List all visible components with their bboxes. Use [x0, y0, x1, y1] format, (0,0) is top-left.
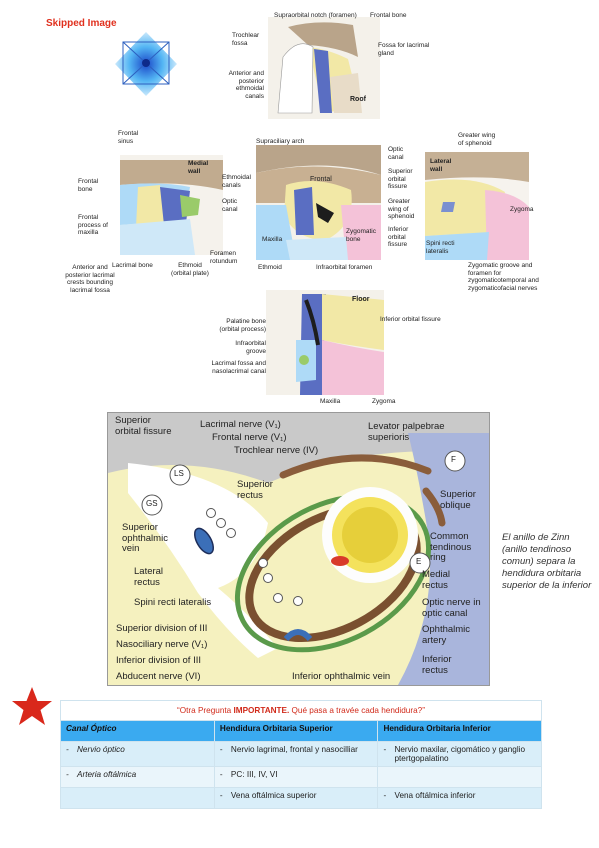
orbit-front-diagram	[256, 145, 381, 260]
label-f: F	[451, 455, 456, 464]
label-lacrimal-crests: Anterior and posterior lacrimal crests b…	[65, 264, 115, 294]
label-ethmoid-front: Ethmoid	[258, 264, 282, 271]
skipped-image-placeholder	[113, 30, 179, 98]
label-infraorbital-groove: Infraorbital groove	[235, 340, 266, 355]
label-supraciliary-arch: Supraciliary arch	[256, 138, 305, 145]
skipped-image-label: Skipped Image	[46, 18, 117, 29]
label-superior-ophthalmic-vein: Superior ophthalmic vein	[122, 522, 168, 554]
label-lacrimal-fossa: Lacrimal fossa and nasolacrimal canal	[211, 360, 266, 375]
table-cell: -Nervio lagrimal, frontal y nasocilliar	[213, 741, 379, 767]
table-cell: -Arteria oftálmica	[60, 766, 215, 788]
label-frontal-bone-medial: Frontal bone	[78, 178, 99, 193]
label-medial-rectus: Medial rectus	[422, 569, 450, 591]
label-levator-palpebrae: Levator palpebrae superioris	[368, 421, 445, 443]
table-cell	[60, 787, 215, 809]
label-zygomatic-groove: Zygomatic groove and foramen for zygomat…	[468, 262, 539, 292]
label-maxilla-front: Maxilla	[262, 236, 283, 243]
table-cell: -PC: III, IV, VI	[213, 766, 379, 788]
label-frontal-bone-roof: Frontal bone	[370, 12, 407, 19]
orbit-roof-diagram	[268, 17, 380, 119]
table-cell	[377, 766, 542, 788]
label-superior-orbital-fissure-front: Superior orbital fissure	[388, 168, 413, 190]
label-frontal-process-maxilla: Frontal process of maxilla	[78, 214, 108, 236]
label-frontal: Frontal	[310, 176, 332, 183]
label-inferior-ophthalmic-vein: Inferior ophthalmic vein	[292, 671, 391, 682]
header-hendidura-inferior: Hendidura Orbitaria Inferior	[377, 720, 542, 742]
label-optic-nerve: Optic nerve in optic canal	[422, 597, 481, 619]
table-title: “Otra Pregunta IMPORTANTE. Qué pasa a tr…	[60, 700, 542, 721]
label-spini-recti-lateralis: Spini recti lateralis	[134, 597, 212, 608]
label-zygomatic-bone: Zygomatic bone	[346, 228, 376, 243]
label-roof: Roof	[350, 96, 366, 103]
header-hendidura-superior: Hendidura Orbitaria Superior	[213, 720, 379, 742]
table-row: -Arteria oftálmica -PC: III, IV, VI	[60, 766, 542, 788]
label-medial-wall: Medial wall	[188, 160, 209, 175]
orbit-medial-wall-diagram	[120, 155, 223, 255]
label-greater-wing-front: Greater wing of sphenoid	[388, 198, 415, 220]
table-cell: -Vena oftálmica inferior	[377, 787, 542, 809]
label-nasociliary-nerve: Nasociliary nerve (V₁)	[116, 639, 208, 650]
orbit-floor-diagram	[266, 290, 384, 395]
label-zygoma-lateral: Zygoma	[510, 206, 534, 213]
table-header-row: Canal Óptico Hendidura Orbitaria Superio…	[60, 720, 542, 742]
label-maxilla-floor: Maxilla	[320, 398, 341, 405]
orbit-lateral-wall-diagram	[425, 152, 529, 260]
label-ophthalmic-artery: Ophthalmic artery	[422, 624, 471, 646]
label-ethmoid-orbital-plate: Ethmoid (orbital plate)	[171, 262, 209, 277]
label-ls: LS	[174, 469, 184, 478]
table-cell: -Vena oftálmica superior	[213, 787, 379, 809]
table-cell: -Nervio óptico	[60, 741, 215, 767]
label-e: E	[416, 557, 422, 566]
label-abducent-nerve: Abducent nerve (VI)	[116, 671, 201, 682]
label-floor: Floor	[352, 296, 370, 303]
label-superior-oblique: Superior oblique	[440, 489, 476, 511]
table-row: -Nervio óptico -Nervio lagrimal, frontal…	[60, 741, 542, 767]
label-optic-canal-front: Optic canal	[388, 146, 404, 161]
label-trochlear-fossa: Trochlear fossa	[232, 32, 260, 47]
label-palatine-bone: Palatine bone (orbital process)	[219, 318, 266, 333]
label-supraorbital-notch: Supraorbital notch (foramen)	[274, 12, 357, 19]
annulus-of-zinn-diagram	[107, 412, 490, 686]
header-canal-optico: Canal Óptico	[60, 720, 215, 742]
label-frontal-nerve: Frontal nerve (V₁)	[212, 432, 287, 443]
label-trochlear-nerve: Trochlear nerve (IV)	[234, 445, 319, 456]
label-frontal-sinus: Frontal sinus	[118, 130, 139, 145]
label-lateral-wall: Lateral wall	[430, 158, 452, 173]
label-zygoma-floor: Zygoma	[372, 398, 396, 405]
label-superior-division-iii: Superior division of III	[116, 623, 208, 634]
label-inferior-rectus: Inferior rectus	[422, 654, 452, 676]
fissure-question-table: “Otra Pregunta IMPORTANTE. Qué pasa a tr…	[60, 700, 542, 809]
label-ethmoidal-canals-roof: Anterior and posterior ethmoidal canals	[228, 70, 264, 100]
star-icon	[10, 686, 54, 726]
table-row: -Vena oftálmica superior -Vena oftálmica…	[60, 787, 542, 809]
label-common-tendinous-ring: Common tendinous ring	[430, 531, 472, 563]
label-inferior-orbital-fissure-floor: Inferior orbital fissure	[380, 316, 441, 323]
label-optic-canal-medial: Optic canal	[222, 198, 238, 213]
label-ethmoidal-canals-medial: Ethmoidal canals	[222, 174, 251, 189]
annulus-side-note: El anillo de Zinn (anillo tendinoso comu…	[502, 532, 592, 591]
table-cell: -Nervio maxilar, cigomático y ganglio pt…	[377, 741, 542, 767]
label-spini-lateral: Spini recti lateralis	[426, 240, 455, 255]
label-lacrimal-bone: Lacrimal bone	[112, 262, 153, 269]
label-superior-rectus: Superior rectus	[237, 479, 273, 501]
label-superior-orbital-fissure: Superior orbital fissure	[115, 415, 172, 437]
label-lacrimal-nerve: Lacrimal nerve (V₁)	[200, 419, 281, 430]
label-infraorbital-foramen: Infraorbital foramen	[316, 264, 373, 271]
label-foramen-rotundum: Foramen rotundum	[210, 250, 238, 265]
label-lateral-rectus: Lateral rectus	[134, 566, 164, 588]
label-fossa-lacrimal-gland: Fossa for lacrimal gland	[378, 42, 430, 57]
label-greater-wing-lateral: Greater wing of sphenoid	[458, 132, 496, 147]
label-inferior-orbital-fissure-front: Inferior orbital fissure	[388, 226, 409, 248]
label-gs: GS	[146, 499, 158, 508]
label-inferior-division-iii: Inferior division of III	[116, 655, 202, 666]
